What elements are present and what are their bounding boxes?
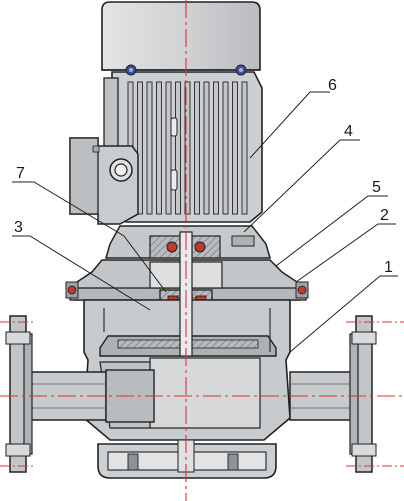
head-bolt-left (65, 281, 79, 299)
cooling-fin (137, 81, 143, 215)
outlet-flange (349, 315, 377, 473)
leader-line-4 (243, 139, 360, 233)
pump-base (97, 439, 277, 479)
head-bolt-right (295, 281, 309, 299)
cooling-fin (213, 81, 219, 215)
motor-body (103, 64, 263, 223)
cooling-fin (184, 81, 191, 215)
callout-2: 2 (380, 207, 389, 224)
terminal-box (69, 137, 139, 225)
inlet-flange (5, 315, 33, 473)
cooling-fin (203, 81, 210, 215)
cooling-fin (165, 81, 172, 215)
leader-line-1 (289, 275, 398, 353)
motor-bolt-right (235, 64, 247, 76)
cooling-fin (241, 81, 248, 215)
leader-line-6 (249, 91, 330, 159)
leader-line-2 (295, 223, 396, 283)
cooling-fin (146, 81, 153, 215)
motor-fan-cover (101, 1, 261, 71)
leader-line-3 (12, 235, 151, 311)
cooling-fin (232, 81, 238, 215)
callout-4: 4 (344, 123, 353, 140)
callout-6: 6 (328, 77, 337, 94)
motor-bolt-left (125, 64, 137, 76)
cooling-fins (127, 81, 248, 215)
callout-3: 3 (14, 219, 23, 236)
callout-1: 1 (384, 259, 393, 276)
base-bolt-left (127, 453, 139, 471)
leader-line-7 (12, 181, 167, 293)
cooling-fin (156, 81, 162, 215)
callout-5: 5 (372, 179, 381, 196)
cooling-fin (175, 81, 181, 215)
callout-7: 7 (16, 165, 25, 182)
cooling-fin (194, 81, 200, 215)
leader-line-5 (275, 195, 388, 267)
leader-lines (12, 91, 398, 353)
cooling-fin (222, 81, 229, 215)
base-bolt-right (227, 453, 239, 471)
